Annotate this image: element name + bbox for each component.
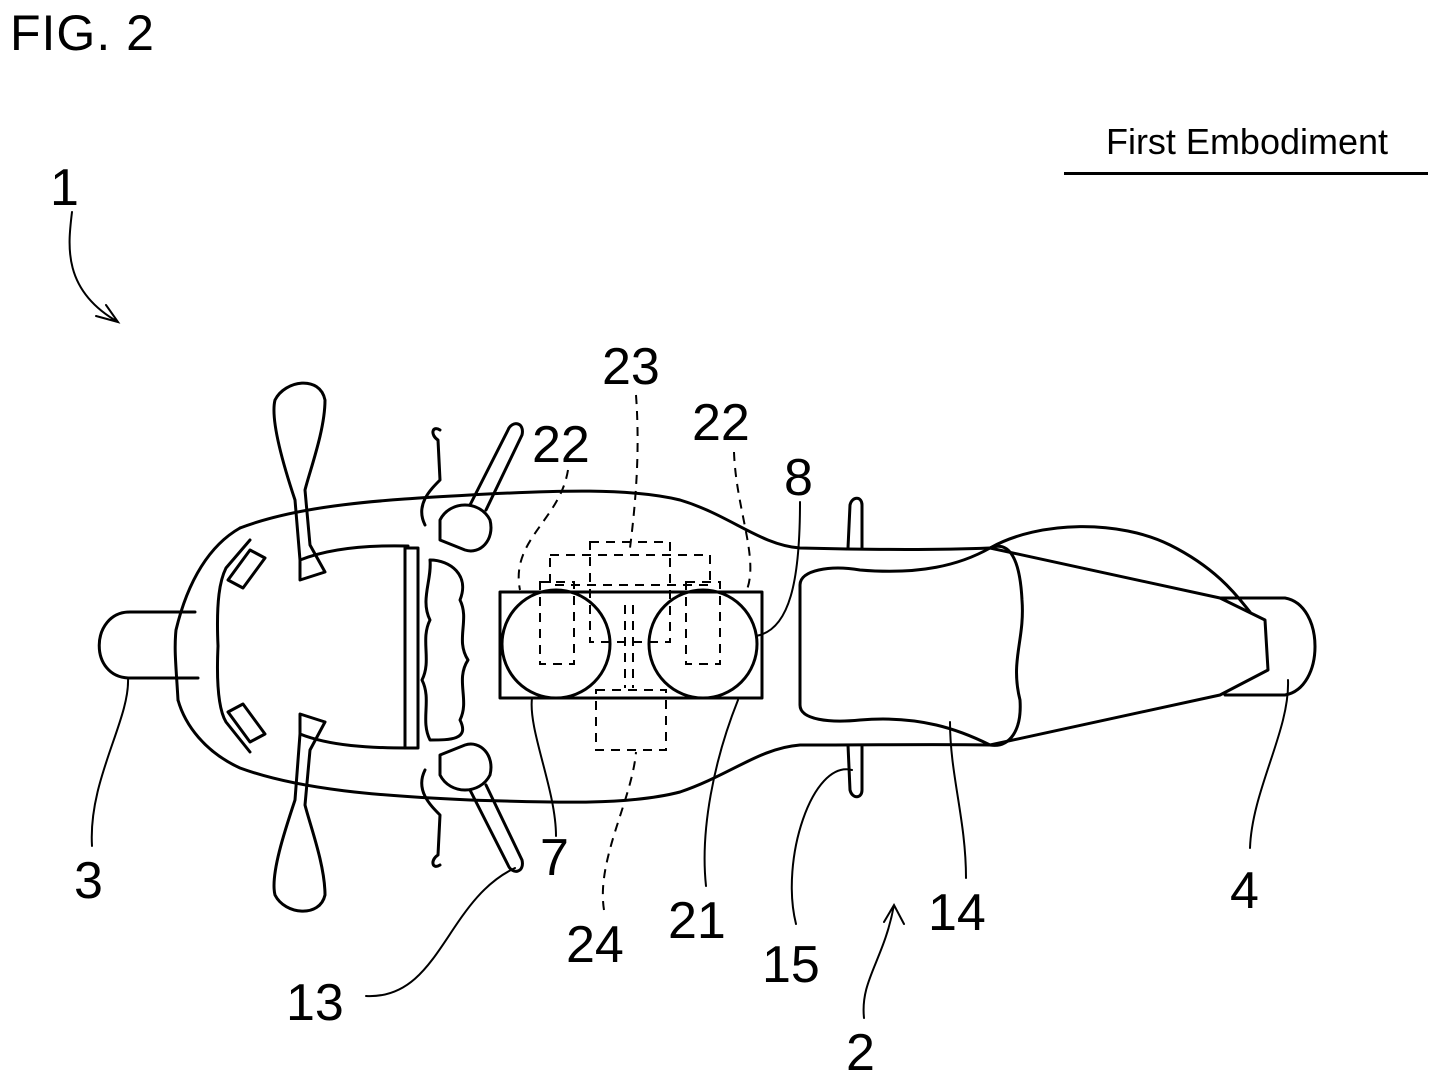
leader-4 bbox=[1249, 679, 1290, 849]
label-8: 8 bbox=[784, 449, 813, 507]
grip-lower bbox=[438, 742, 493, 792]
figure-title: FIG. 2 bbox=[10, 5, 155, 61]
tank-housing bbox=[498, 590, 764, 700]
leader-15 bbox=[790, 768, 853, 925]
fairing-upper bbox=[298, 544, 410, 562]
label-21: 21 bbox=[668, 892, 726, 950]
handlebar-upper bbox=[468, 422, 524, 512]
label-14: 14 bbox=[928, 884, 986, 942]
dashed-unit-22-left bbox=[539, 581, 575, 665]
dashed-unit-24 bbox=[595, 689, 667, 751]
front-wheel bbox=[97, 610, 200, 680]
mirror-lower bbox=[272, 712, 327, 913]
label-1: 1 bbox=[50, 159, 79, 217]
leader-21 bbox=[703, 699, 739, 887]
embodiment-underline bbox=[1064, 172, 1428, 175]
triple-tree bbox=[403, 546, 420, 750]
right-unit-8 bbox=[647, 588, 759, 700]
label-13: 13 bbox=[286, 974, 344, 1032]
footpeg-lower bbox=[846, 743, 864, 799]
label-2: 2 bbox=[846, 1024, 875, 1082]
label-24: 24 bbox=[566, 916, 624, 974]
leader-22-right bbox=[733, 451, 752, 593]
label-15: 15 bbox=[762, 936, 820, 994]
footpeg-upper bbox=[846, 496, 864, 550]
dashed-unit-22-right bbox=[685, 581, 721, 665]
leader-14 bbox=[949, 721, 967, 879]
arrow-2 bbox=[862, 902, 905, 1019]
cowl-vent-lower bbox=[226, 702, 267, 744]
leader-24 bbox=[601, 751, 637, 911]
label-7: 7 bbox=[540, 829, 569, 887]
lever-upper bbox=[420, 427, 442, 527]
label-22-left: 22 bbox=[532, 416, 590, 474]
leader-23 bbox=[629, 394, 639, 549]
leader-22-left bbox=[517, 469, 569, 591]
front-cowl bbox=[173, 526, 252, 754]
arrow-1 bbox=[68, 211, 121, 324]
handlebar-lower bbox=[468, 783, 524, 873]
lever-lower bbox=[420, 768, 442, 868]
label-3: 3 bbox=[74, 852, 103, 910]
seat bbox=[798, 544, 1024, 747]
label-22-right: 22 bbox=[692, 394, 750, 452]
fairing-lower bbox=[298, 732, 410, 750]
leader-13 bbox=[365, 867, 516, 998]
dashed-center-link bbox=[624, 605, 634, 688]
cowl-vent-upper bbox=[226, 548, 267, 590]
leader-8 bbox=[755, 501, 801, 637]
leader-7 bbox=[530, 697, 557, 837]
label-4: 4 bbox=[1230, 862, 1259, 920]
dashed-unit-23-base bbox=[549, 554, 711, 586]
leader-3 bbox=[90, 677, 130, 847]
mirror-upper bbox=[272, 381, 327, 582]
seat-rear-edge bbox=[988, 525, 1252, 614]
rear-wheel bbox=[1218, 596, 1317, 697]
label-23: 23 bbox=[602, 338, 660, 396]
grip-upper bbox=[438, 503, 493, 553]
left-unit-7 bbox=[500, 588, 612, 700]
embodiment-label: First Embodiment bbox=[1105, 121, 1389, 162]
fork-top bbox=[420, 558, 470, 742]
body-outline bbox=[176, 489, 1270, 804]
